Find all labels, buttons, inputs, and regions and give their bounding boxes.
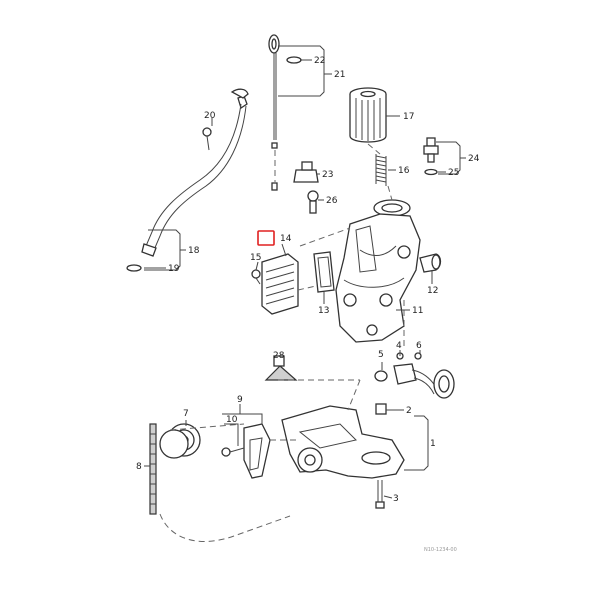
tube-bolt: [202, 127, 212, 151]
callout-20: 20: [204, 111, 216, 121]
callout-22: 22: [314, 56, 325, 66]
callout-1: 1: [430, 439, 436, 449]
oil-cooler: [261, 253, 299, 315]
leader-lines: [144, 45, 466, 499]
sensor-seal-ring: [424, 168, 438, 176]
cooler-bolt: [251, 269, 261, 285]
callout-12: 12: [427, 286, 438, 296]
drive-sprocket: [159, 423, 201, 459]
callout-24: 24: [468, 154, 480, 164]
pump-dowel-sleeve: [375, 403, 387, 415]
breather-plug: [307, 190, 319, 214]
callout-labels: 22 21 17 20 24 25 16 23 26 14 18 19 15 1…: [136, 56, 480, 504]
callout-7: 7: [183, 409, 189, 419]
oil-pump: [281, 405, 405, 479]
alignment-lines: [159, 143, 405, 542]
pump-bolt: [375, 480, 385, 509]
callout-13: 13: [318, 306, 329, 316]
callout-2: 2: [406, 406, 412, 416]
footer-code: N10-1234-00: [424, 547, 457, 553]
callout-5: 5: [378, 350, 384, 360]
oil-pickup-pipe: [393, 363, 455, 399]
oil-filter-cartridge: [349, 87, 387, 143]
pickup-bolts: [396, 352, 422, 360]
callout-16: 16: [398, 166, 410, 176]
highlight-box: [257, 230, 275, 246]
tube-o-ring: [126, 264, 142, 272]
callout-17: 17: [403, 112, 414, 122]
callout-19: 19: [168, 264, 180, 274]
callout-3: 3: [393, 494, 399, 504]
callout-28: 28: [273, 351, 285, 361]
callout-8: 8: [136, 462, 142, 472]
callout-14: 14: [280, 234, 292, 244]
oil-pressure-switch: [423, 137, 439, 163]
tensioner-bolt: [221, 447, 245, 457]
callout-6: 6: [416, 341, 422, 351]
callout-23: 23: [322, 170, 333, 180]
callout-18: 18: [188, 246, 200, 256]
callout-21: 21: [334, 70, 345, 80]
coolant-elbow: [419, 253, 442, 273]
callout-26: 26: [326, 196, 338, 206]
oil-filter-housing: [335, 199, 421, 343]
callout-4: 4: [396, 341, 402, 351]
callout-15: 15: [250, 253, 261, 263]
dipstick: [268, 34, 280, 191]
dipstick-guide-tube: [141, 88, 249, 257]
pickup-o-ring: [374, 370, 388, 382]
filler-cap: [293, 161, 319, 183]
callout-9: 9: [237, 395, 243, 405]
cooler-gasket: [313, 251, 335, 293]
callout-11: 11: [412, 306, 423, 316]
callout-25: 25: [448, 168, 459, 178]
dipstick-o-ring: [286, 56, 302, 64]
chain-tensioner: [243, 423, 271, 479]
pressure-relief-spring: [375, 154, 387, 186]
callout-10: 10: [226, 415, 238, 425]
drive-chain: [149, 423, 157, 515]
